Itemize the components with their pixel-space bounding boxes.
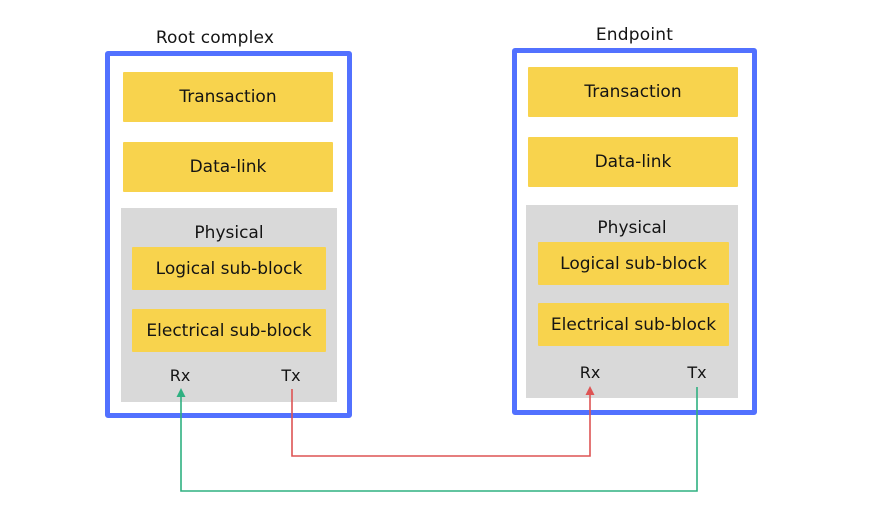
root-complex-datalink-layer: Data-link	[123, 142, 333, 192]
endpoint-physical-layer: Physical Logical sub-block Electrical su…	[526, 205, 738, 398]
layer-label: Data-link	[189, 157, 267, 177]
root-complex-transaction-layer: Transaction	[123, 72, 333, 122]
layer-label: Data-link	[594, 152, 672, 172]
root-complex-rx-port: Rx	[169, 366, 191, 385]
subblock-label: Electrical sub-block	[146, 320, 312, 341]
subblock-label: Electrical sub-block	[550, 314, 717, 335]
layer-label: Transaction	[584, 82, 682, 102]
endpoint-electrical-subblock: Electrical sub-block	[538, 303, 729, 346]
subblock-label: Logical sub-block	[155, 258, 303, 279]
root-complex-tx-port: Tx	[281, 366, 301, 385]
endpoint-logical-subblock: Logical sub-block	[538, 242, 729, 285]
endpoint-transaction-layer: Transaction	[528, 67, 738, 117]
subblock-label: Logical sub-block	[560, 253, 707, 274]
root-complex-logical-subblock: Logical sub-block	[132, 247, 326, 290]
endpoint-datalink-layer: Data-link	[528, 137, 738, 187]
endpoint-tx-port: Tx	[687, 363, 707, 382]
physical-label: Physical	[597, 218, 667, 238]
root-complex-title: Root complex	[155, 28, 275, 48]
endpoint-rx-port: Rx	[579, 363, 601, 382]
physical-label: Physical	[194, 223, 264, 243]
root-complex-electrical-subblock: Electrical sub-block	[132, 309, 326, 352]
layer-label: Transaction	[179, 87, 277, 107]
root-complex-physical-layer: Physical Logical sub-block Electrical su…	[121, 208, 337, 402]
endpoint-title: Endpoint	[595, 25, 674, 45]
